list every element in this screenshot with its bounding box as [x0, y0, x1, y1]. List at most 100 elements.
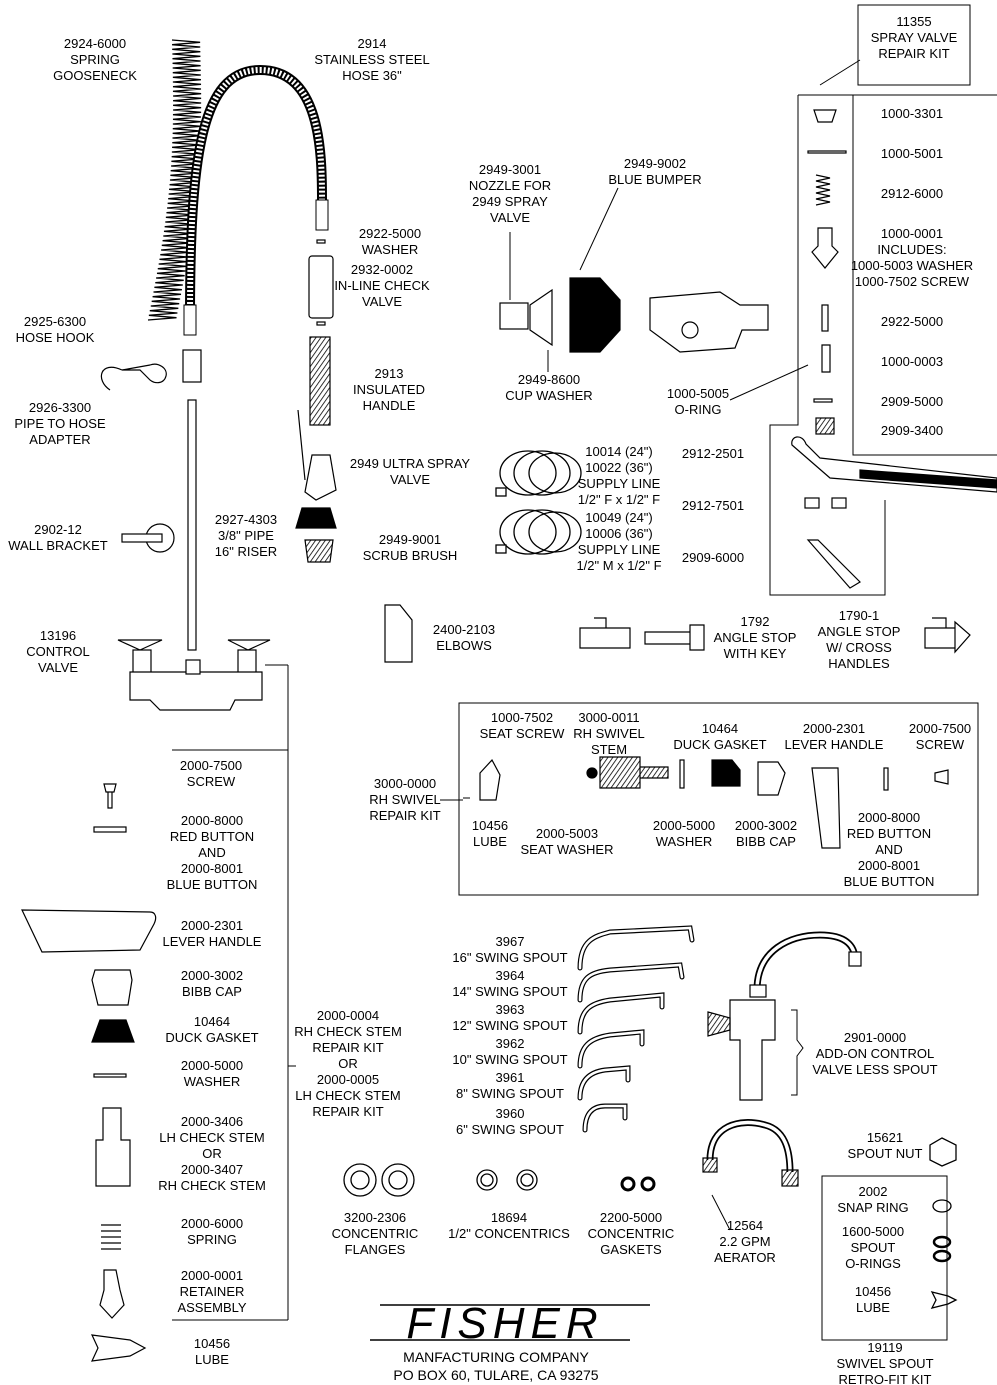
- label-line: 2901-0000: [844, 1030, 906, 1045]
- label-p2912-7501: 2912-7501: [682, 498, 744, 513]
- label-line: 16" SWING SPOUT: [452, 950, 567, 965]
- label-line: W/ CROSS: [826, 640, 892, 655]
- label-line: LUBE: [473, 834, 507, 849]
- label-line: 10456: [855, 1284, 891, 1299]
- label-line: 2922-5000: [881, 314, 943, 329]
- label-line: SPRING: [187, 1232, 237, 1247]
- kit-part-5001-icon: [807, 150, 847, 154]
- label-line: 3962: [496, 1036, 525, 1051]
- label-line: 2925-6300: [24, 314, 86, 329]
- label-line: AND: [875, 842, 902, 857]
- duck-gasket-swivel-icon: [711, 759, 741, 787]
- label-line: SPOUT NUT: [848, 1146, 923, 1161]
- label-line: 1000-5003 WASHER: [851, 258, 973, 273]
- duck-gasket-left-icon: [91, 1019, 135, 1043]
- bumper-leader: [579, 187, 619, 271]
- label-k2909-3400: 2909-3400: [881, 423, 943, 438]
- label-line: 2912-2501: [682, 446, 744, 461]
- label-line: STAINLESS STEEL: [314, 52, 429, 67]
- fisher-logo-lines: [370, 1304, 650, 1341]
- rh-swivel-repair-kit-box: [458, 702, 979, 896]
- label-line: 2949 ULTRA SPRAY: [350, 456, 471, 471]
- label-line: 2909-6000: [682, 550, 744, 565]
- label-line: 3961: [496, 1070, 525, 1085]
- lever-handle-left-icon: [21, 909, 157, 953]
- label-line: REPAIR KIT: [878, 46, 949, 61]
- label-line: O-RING: [675, 402, 722, 417]
- label-line: SPRING: [70, 52, 120, 67]
- label-line: 2949-8600: [518, 372, 580, 387]
- label-line: SNAP RING: [837, 1200, 908, 1215]
- button-left-icon: [93, 826, 127, 833]
- label-line: 2000-6000: [181, 1216, 243, 1231]
- label-line: 2000-8001: [858, 858, 920, 873]
- label-line: BLUE BUMPER: [608, 172, 701, 187]
- label-line: AERATOR: [714, 1250, 776, 1265]
- ultra-spray-valve-icon: [297, 409, 337, 501]
- label-line: HANDLE: [363, 398, 416, 413]
- pipe-adapter-shape: [182, 349, 202, 383]
- label-line: 1600-5000: [842, 1224, 904, 1239]
- check-stem-kit-bracket: [172, 665, 296, 1321]
- label-line: BIBB CAP: [736, 834, 796, 849]
- cup-washer-icon: [529, 288, 553, 347]
- screw-swivel-icon: [934, 769, 949, 785]
- label-line: 3000-0011: [578, 710, 639, 725]
- label-line: 2000-2301: [803, 721, 865, 736]
- label-line: DUCK GASKET: [673, 737, 766, 752]
- label-line: O-RINGS: [845, 1256, 901, 1271]
- label-p2909-6000: 2909-6000: [682, 550, 744, 565]
- label-line: 1000-5001: [881, 146, 943, 161]
- kit-part-0003-icon: [821, 344, 831, 373]
- label-line: 2949 SPRAY: [472, 194, 548, 209]
- label-line: RETRO-FIT KIT: [839, 1372, 932, 1385]
- kit-part-2922-icon: [821, 304, 829, 332]
- label-line: 10464: [702, 721, 738, 736]
- label-line: 1792: [741, 614, 770, 629]
- spring-left-icon: [101, 1224, 121, 1250]
- concentric-gaskets-icon: [620, 1176, 656, 1192]
- spray-valve-kit-frame: [769, 94, 997, 596]
- seat-washer-icon: [586, 767, 598, 779]
- label-line: CONCENTRIC: [588, 1226, 675, 1241]
- label-line: 14" SWING SPOUT: [452, 984, 567, 999]
- spring-gooseneck-coil: [147, 39, 202, 321]
- label-line: 2000-3406: [181, 1114, 243, 1129]
- label-line: 10014 (24"): [585, 444, 653, 459]
- screw-left-icon: [103, 783, 117, 809]
- label-k2912-6000: 2912-6000: [881, 186, 943, 201]
- label-line: VALVE: [362, 294, 402, 309]
- label-line: ELBOWS: [436, 638, 492, 653]
- label-line: SCREW: [916, 737, 965, 752]
- add-on-valve-bracket: [791, 1009, 804, 1096]
- label-line: HOSE 36": [342, 68, 402, 83]
- concentric-flanges-icon: [343, 1163, 415, 1197]
- label-line: CONCENTRIC: [332, 1226, 419, 1241]
- label-line: 2922-5000: [359, 226, 421, 241]
- label-line: 10049 (24"): [585, 510, 653, 525]
- company-address: PO BOX 60, TULARE, CA 93275: [393, 1367, 598, 1383]
- label-line: 2902-12: [34, 522, 82, 537]
- label-line: 2909-5000: [881, 394, 943, 409]
- label-line: OR: [202, 1146, 222, 1161]
- aerator-spout-icon: [702, 1119, 799, 1187]
